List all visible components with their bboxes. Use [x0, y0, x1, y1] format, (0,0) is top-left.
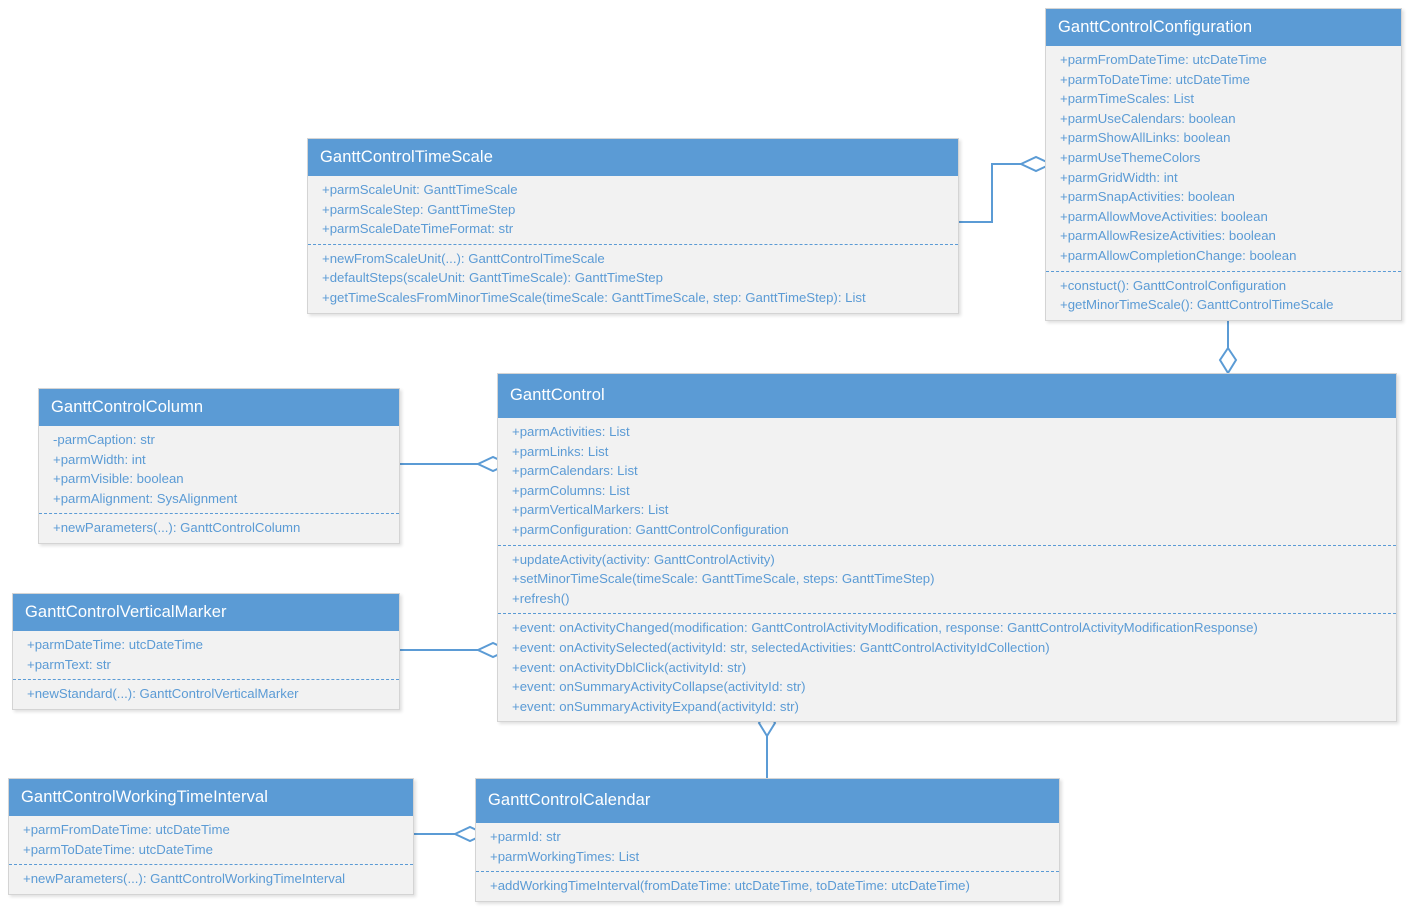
method-row: +newParameters(...): GanttControlColumn: [53, 520, 301, 536]
event-row: +event: onSummaryActivityCollapse(activi…: [512, 679, 806, 695]
attribute-row: +parmTimeScales: List: [1060, 91, 1194, 107]
class-title-gantt-control-calendar: GanttControlCalendar: [476, 779, 1059, 823]
attribute-row: +parmFromDateTime: utcDateTime: [1060, 52, 1267, 67]
method-row: +defaultSteps(scaleUnit: GanttTimeScale)…: [322, 270, 663, 286]
attribute-row: +parmGridWidth: int: [1060, 169, 1178, 185]
events-section-ganttcontrol: +event: onActivityChanged(modification: …: [498, 613, 1396, 721]
class-title-gantt-control-time-scale: GanttControlTimeScale: [308, 139, 958, 176]
class-box-gantt-control-vertical-marker[interactable]: GanttControlVerticalMarker +parmDateTime…: [12, 593, 400, 710]
attributes-section-workingtimeinterval: +parmFromDateTime: utcDateTime +parmToDa…: [9, 816, 413, 864]
class-box-gantt-control-calendar[interactable]: GanttControlCalendar +parmId: str +parmW…: [475, 778, 1060, 902]
event-row: +event: onActivityChanged(modification: …: [512, 620, 1258, 636]
class-box-gantt-control[interactable]: GanttControl +parmActivities: List +parm…: [497, 373, 1397, 723]
attribute-row: +parmColumns: List: [512, 482, 630, 498]
attributes-section-ganttcontrol: +parmActivities: List +parmLinks: List +…: [498, 418, 1396, 545]
attribute-row: +parmShowAllLinks: boolean: [1060, 130, 1231, 146]
methods-section-configuration: +constuct(): GanttControlConfiguration +…: [1046, 270, 1401, 320]
attribute-row: +parmToDateTime: utcDateTime: [23, 841, 213, 857]
attribute-row: +parmWorkingTimes: List: [490, 848, 640, 864]
class-title-gantt-control-configuration: GanttControlConfiguration: [1046, 9, 1401, 46]
methods-section-calendar: +addWorkingTimeInterval(fromDateTime: ut…: [476, 871, 1059, 901]
method-row: +getTimeScalesFromMinorTimeScale(timeSca…: [322, 289, 866, 305]
attribute-row: +parmVisible: boolean: [53, 471, 184, 487]
method-row: +addWorkingTimeInterval(fromDateTime: ut…: [490, 878, 970, 894]
attributes-section-timescale: +parmScaleUnit: GanttTimeScale +parmScal…: [308, 176, 958, 244]
attribute-row: +parmToDateTime: utcDateTime: [1060, 71, 1250, 87]
methods-section-ganttcontrol: +updateActivity(activity: GanttControlAc…: [498, 544, 1396, 614]
attributes-section-calendar: +parmId: str +parmWorkingTimes: List: [476, 823, 1059, 871]
attribute-row: +parmAllowMoveActivities: boolean: [1060, 208, 1268, 224]
event-row: +event: onSummaryActivityExpand(activity…: [512, 698, 799, 714]
attribute-row: +parmScaleStep: GanttTimeStep: [322, 201, 516, 217]
attribute-row: +parmLinks: List: [512, 443, 609, 459]
methods-section-column: +newParameters(...): GanttControlColumn: [39, 513, 399, 543]
class-title-gantt-control-working-time-interval: GanttControlWorkingTimeInterval: [9, 779, 413, 816]
class-title-gantt-control-vertical-marker: GanttControlVerticalMarker: [13, 594, 399, 631]
attribute-row: +parmFromDateTime: utcDateTime: [23, 822, 230, 837]
attribute-row: +parmId: str: [490, 829, 561, 844]
methods-section-verticalmarker: +newStandard(...): GanttControlVerticalM…: [13, 679, 399, 709]
class-box-gantt-control-time-scale[interactable]: GanttControlTimeScale +parmScaleUnit: Ga…: [307, 138, 959, 314]
class-title-gantt-control-column: GanttControlColumn: [39, 389, 399, 426]
class-box-gantt-control-configuration[interactable]: GanttControlConfiguration +parmFromDateT…: [1045, 8, 1402, 321]
class-box-gantt-control-column[interactable]: GanttControlColumn -parmCaption: str +pa…: [38, 388, 400, 544]
attribute-row: +parmText: str: [27, 656, 111, 672]
attribute-row: +parmUseCalendars: boolean: [1060, 110, 1236, 126]
attribute-row: +parmAllowCompletionChange: boolean: [1060, 247, 1297, 263]
attribute-row: +parmConfiguration: GanttControlConfigur…: [512, 521, 789, 537]
attribute-row: +parmSnapActivities: boolean: [1060, 189, 1235, 205]
attributes-section-column: -parmCaption: str +parmWidth: int +parmV…: [39, 426, 399, 513]
method-row: +refresh(): [512, 590, 570, 606]
connector-timescale-configuration: [958, 155, 1054, 223]
class-box-gantt-control-working-time-interval[interactable]: GanttControlWorkingTimeInterval +parmFro…: [8, 778, 414, 895]
attribute-row: -parmCaption: str: [53, 432, 155, 447]
attribute-row: +parmScaleUnit: GanttTimeScale: [322, 182, 518, 197]
attributes-section-configuration: +parmFromDateTime: utcDateTime +parmToDa…: [1046, 46, 1401, 271]
event-row: +event: onActivitySelected(activityId: s…: [512, 639, 1050, 655]
connector-column-ganttcontrol: [400, 455, 511, 473]
attribute-row: +parmActivities: List: [512, 424, 630, 439]
connector-verticalmarker-ganttcontrol: [400, 641, 511, 659]
method-row: +setMinorTimeScale(timeScale: GanttTimeS…: [512, 571, 935, 587]
method-row: +newParameters(...): GanttControlWorking…: [23, 871, 346, 887]
method-row: +newFromScaleUnit(...): GanttControlTime…: [322, 250, 605, 266]
attribute-row: +parmCalendars: List: [512, 463, 638, 479]
connector-configuration-ganttcontrol: [1218, 318, 1238, 375]
attribute-row: +parmAllowResizeActivities: boolean: [1060, 228, 1276, 244]
attributes-section-verticalmarker: +parmDateTime: utcDateTime +parmText: st…: [13, 631, 399, 679]
attribute-row: +parmWidth: int: [53, 451, 146, 467]
method-row: +newStandard(...): GanttControlVerticalM…: [27, 686, 299, 702]
attribute-row: +parmAlignment: SysAlignment: [53, 490, 238, 506]
event-row: +event: onActivityDblClick(activityId: s…: [512, 659, 747, 675]
method-row: +constuct(): GanttControlConfiguration: [1060, 277, 1287, 293]
method-row: +getMinorTimeScale(): GanttControlTimeSc…: [1060, 297, 1334, 313]
attribute-row: +parmScaleDateTimeFormat: str: [322, 221, 514, 237]
methods-section-timescale: +newFromScaleUnit(...): GanttControlTime…: [308, 243, 958, 313]
attribute-row: +parmDateTime: utcDateTime: [27, 637, 204, 652]
methods-section-workingtimeinterval: +newParameters(...): GanttControlWorking…: [9, 864, 413, 894]
attribute-row: +parmUseThemeColors: [1060, 149, 1201, 165]
method-row: +updateActivity(activity: GanttControlAc…: [512, 551, 775, 567]
class-title-gantt-control: GanttControl: [498, 374, 1396, 418]
attribute-row: +parmVerticalMarkers: List: [512, 502, 669, 518]
